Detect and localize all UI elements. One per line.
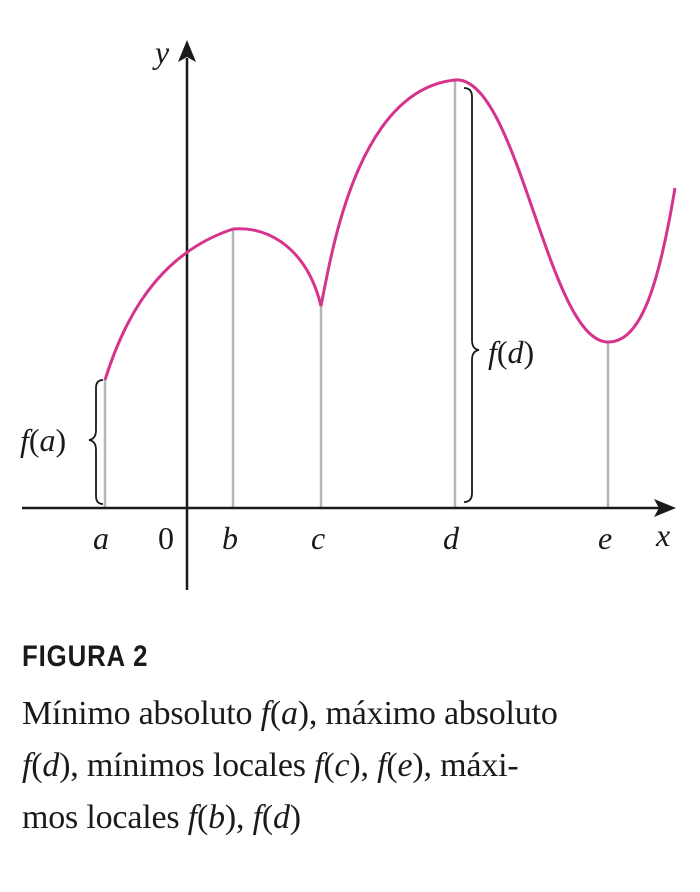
guide-lines — [103, 80, 610, 508]
tick-label-a: a — [93, 520, 109, 556]
function-curve — [103, 78, 677, 381]
fa-label: f(a) — [20, 422, 66, 458]
x-axis-label: x — [655, 517, 670, 553]
fd-brace — [463, 87, 480, 503]
axes — [22, 40, 676, 590]
y-axis-arrow — [178, 40, 196, 62]
tick-label-b: b — [222, 520, 238, 556]
tick-label-e: e — [598, 520, 612, 556]
x-axis-arrow — [654, 499, 676, 517]
tick-label-c: c — [311, 520, 325, 556]
figure-title: FIGURA 2 — [22, 640, 149, 673]
caption-line-2: f(d), mínimos locales f(c), f(e), máxi- — [22, 747, 519, 784]
figure-caption: Mínimo absoluto f(a), máximo absoluto f(… — [22, 688, 694, 844]
tick-label-d: d — [443, 520, 460, 556]
origin-label: 0 — [158, 520, 174, 556]
caption-line-1: Mínimo absoluto f(a), máximo absoluto — [22, 695, 558, 732]
fa-brace — [88, 379, 104, 505]
caption-line-3: mos locales f(b), f(d) — [22, 799, 301, 836]
extrema-diagram: f(a) f(d) y x a 0 b c d e — [20, 34, 677, 590]
y-axis-label: y — [152, 34, 170, 70]
fd-label: f(d) — [488, 334, 534, 370]
